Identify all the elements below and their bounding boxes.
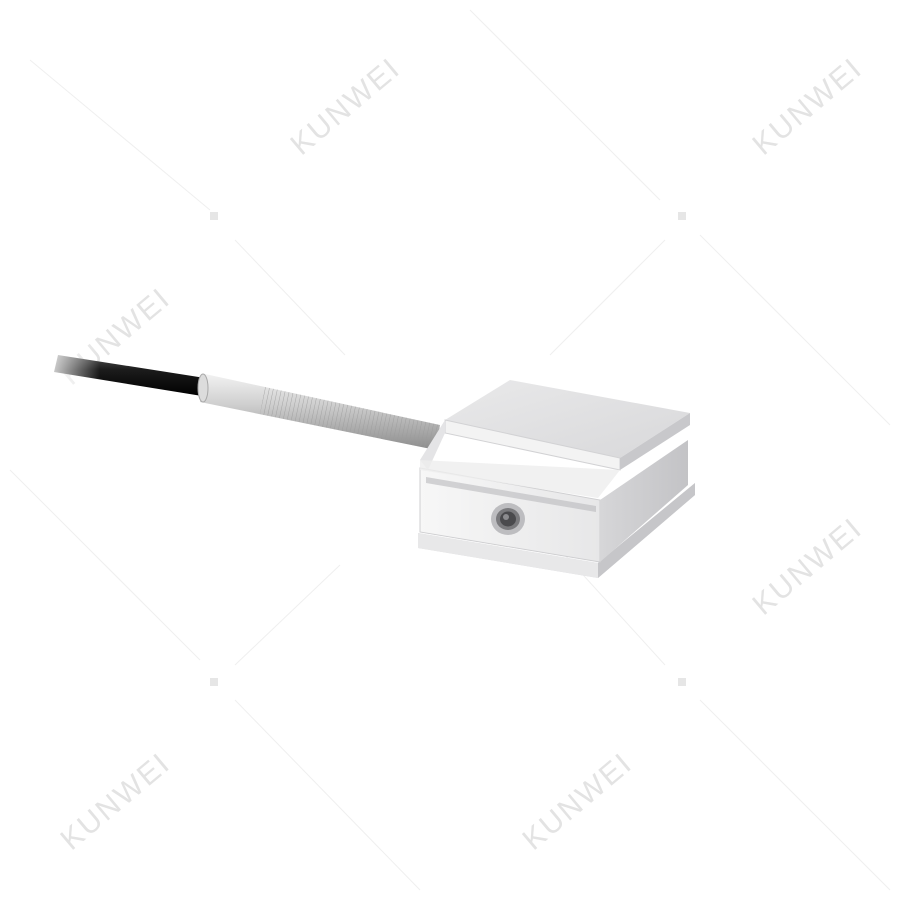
marker-dot (678, 212, 686, 220)
threaded-tube (197, 373, 440, 450)
marker-dot (210, 678, 218, 686)
cable (40, 340, 205, 396)
threaded-hole (491, 503, 525, 535)
marker-dot (678, 678, 686, 686)
top-cap (420, 380, 690, 498)
marker-dot (210, 212, 218, 220)
bottom-plate (418, 483, 695, 578)
